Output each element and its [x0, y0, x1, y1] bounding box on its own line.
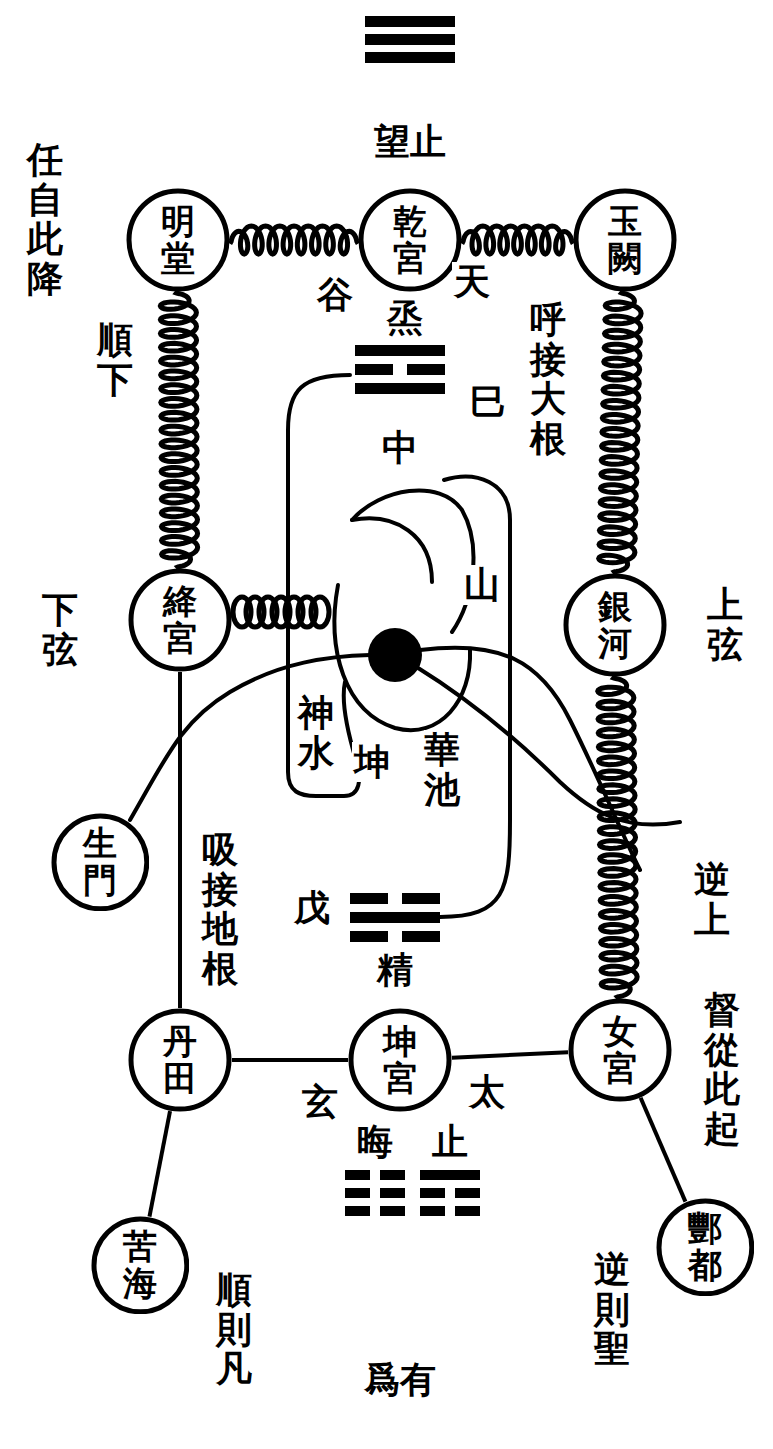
palace-circle: 玉闕: [573, 188, 677, 292]
annotation: 玄: [300, 1082, 340, 1122]
vertical-annotation: 呼接大根: [530, 300, 566, 458]
annotation: 太: [467, 1072, 507, 1112]
circle-body: 絳宮: [128, 568, 232, 672]
palace-circle: 苦海: [91, 1216, 190, 1315]
circle-border: [94, 1219, 187, 1312]
trigram-qian: [365, 16, 455, 63]
circle-body: 苦海: [91, 1216, 190, 1315]
annotation: 巳: [468, 382, 508, 422]
circle-border: [659, 1201, 752, 1294]
meridian-line: [149, 1111, 170, 1216]
circle-border: [351, 1011, 449, 1109]
essence-channel: [440, 477, 510, 917]
circle-body: 銀河: [563, 573, 667, 677]
circle-border: [576, 191, 674, 289]
coil-channel: [160, 292, 197, 568]
annotation: 爲有: [362, 1360, 438, 1400]
annotation: 精: [375, 950, 415, 990]
vertical-annotation: 順下: [97, 320, 133, 399]
circle-body: 丹田: [128, 1008, 232, 1112]
palace-name: 乾宮: [393, 203, 427, 278]
heart-hook: [352, 490, 473, 632]
circle-body: 女宮: [568, 998, 672, 1102]
palace-name: 生門: [83, 825, 117, 900]
trigram-kun: [345, 1170, 405, 1216]
circle-border: [571, 1001, 669, 1099]
heart-coil: [233, 597, 329, 627]
vertical-annotation: 神水: [298, 693, 334, 772]
annotation: 戊: [292, 888, 332, 928]
palace-name: 坤宮: [383, 1023, 417, 1098]
coil-channel: [230, 226, 358, 254]
circle-border: [54, 816, 147, 909]
annotation: 坤: [352, 742, 392, 782]
palace-circle: 酆都: [656, 1198, 755, 1297]
vertical-annotation: 任自此降: [27, 140, 63, 298]
heart-dot: [368, 628, 422, 682]
trigram-gen: [420, 1170, 480, 1216]
circle-border: [131, 1011, 229, 1109]
annotation: 天: [452, 262, 492, 302]
palace-name: 玉闕: [608, 203, 642, 278]
divine-water-loop: [288, 375, 359, 796]
annotation: 烝: [385, 298, 425, 338]
circle-border: [566, 576, 664, 674]
palace-circle: 坤宮: [348, 1008, 452, 1112]
circle-body: 坤宮: [348, 1008, 452, 1112]
annotation: 晦: [355, 1122, 395, 1162]
palace-name: 丹田: [163, 1023, 197, 1098]
circle-body: 玉闕: [573, 188, 677, 292]
palace-name: 絳宮: [163, 583, 197, 658]
heart-line-lower: [415, 666, 680, 825]
circle-body: 生門: [51, 813, 150, 912]
palace-name: 明堂: [161, 203, 195, 278]
palace-circle: 女宮: [568, 998, 672, 1102]
palace-name: 女宮: [603, 1013, 637, 1088]
meridian-line: [178, 672, 182, 1008]
trigram-li: [355, 345, 445, 394]
vertical-annotation: 逆則聖: [594, 1250, 630, 1369]
coil-channel: [462, 226, 573, 254]
palace-name: 苦海: [123, 1228, 157, 1303]
meridian-line: [232, 1058, 348, 1062]
palace-circle: 乾宮: [358, 188, 462, 292]
palace-circle: 絳宮: [128, 568, 232, 672]
meridian-line: [641, 1098, 686, 1202]
circle-body: 明堂: [126, 188, 230, 292]
palace-circle: 丹田: [128, 1008, 232, 1112]
coil-channel: [599, 292, 641, 573]
palace-name: 銀河: [598, 588, 632, 663]
trigram-kan: [350, 893, 440, 942]
annotation: 谷: [315, 275, 355, 315]
heart-hook-inner: [352, 518, 432, 582]
circle-border: [129, 191, 227, 289]
life-gate-line: [130, 655, 370, 820]
circle-border: [131, 571, 229, 669]
palace-name: 酆都: [688, 1210, 722, 1285]
coil-channel: [598, 677, 637, 998]
vertical-annotation: 順則凡: [216, 1270, 252, 1389]
vertical-annotation: 上弦: [707, 585, 743, 664]
annotation: 止: [430, 1122, 470, 1162]
vertical-annotation: 下弦: [42, 590, 78, 669]
circle-border: [361, 191, 459, 289]
annotation: 中: [380, 428, 420, 468]
palace-circle: 明堂: [126, 188, 230, 292]
vertical-annotation: 華池: [424, 730, 460, 809]
palace-circle: 銀河: [563, 573, 667, 677]
palace-circle: 生門: [51, 813, 150, 912]
vertical-annotation: 逆上: [694, 860, 730, 939]
circle-body: 酆都: [656, 1198, 755, 1297]
meridian-line: [452, 1052, 568, 1057]
annotation: 山: [462, 565, 502, 605]
vertical-annotation: 督從此起: [704, 990, 740, 1148]
annotation: 望止: [372, 122, 448, 162]
circle-body: 乾宮: [358, 188, 462, 292]
vertical-annotation: 吸接地根: [202, 830, 238, 988]
